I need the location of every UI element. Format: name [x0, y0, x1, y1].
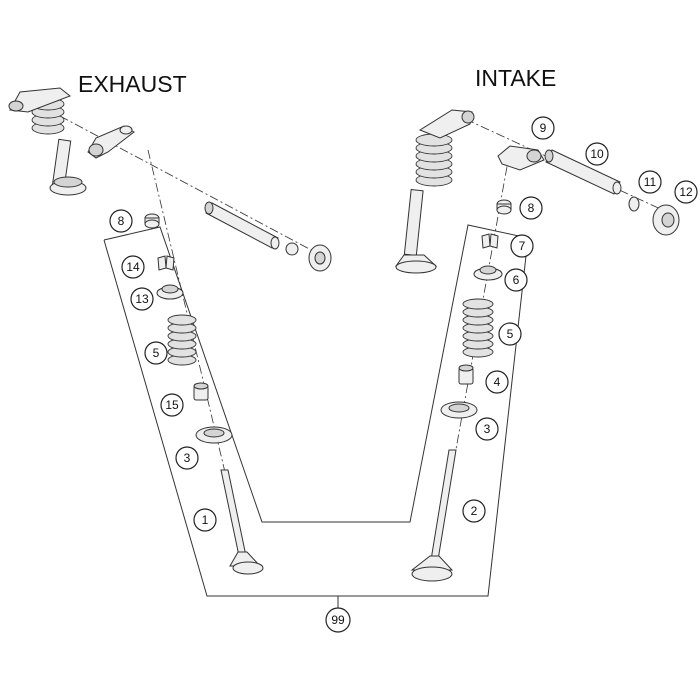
- intake-end-cap: [652, 204, 680, 236]
- callout-label: 9: [540, 121, 547, 135]
- callout-14: 14: [121, 255, 145, 279]
- callout-12: 12: [674, 180, 698, 204]
- callout-7: 7: [510, 234, 534, 258]
- callout-5-exhaust: 5: [144, 341, 168, 365]
- callout-label: 7: [519, 239, 526, 253]
- callout-99: 99: [325, 607, 351, 633]
- exhaust-rocker-arm: [87, 125, 135, 159]
- callout-label: 13: [135, 292, 149, 306]
- exhaust-valve-axis: [147, 149, 247, 561]
- intake-valve-keepers: [481, 233, 499, 249]
- exhaust-spring-retainer: [156, 284, 184, 300]
- callout-label: 8: [118, 214, 125, 228]
- callout-8-intake: 8: [519, 196, 543, 220]
- exhaust-rocker-shaft: [204, 201, 299, 256]
- intake-valve-stem-seal: [458, 364, 474, 385]
- callout-3-exhaust: 3: [175, 446, 199, 470]
- callout-8-exhaust: 8: [109, 209, 133, 233]
- callout-2: 2: [462, 499, 486, 523]
- intake-valve: [410, 449, 457, 582]
- callout-5-intake: 5: [498, 322, 522, 346]
- callout-10: 10: [585, 142, 609, 166]
- exhaust-spring-seat: [195, 426, 233, 444]
- callout-label: 11: [644, 175, 657, 189]
- callout-label: 2: [471, 504, 478, 518]
- callout-1: 1: [193, 508, 217, 532]
- callout-label: 6: [513, 273, 520, 287]
- callout-label: 3: [184, 451, 191, 465]
- exhaust-rocker-axis: [29, 99, 331, 261]
- callout-label: 1: [202, 513, 209, 527]
- callout-13: 13: [130, 287, 154, 311]
- exhaust-assembled-preview: [8, 87, 87, 196]
- callout-11: 11: [638, 170, 662, 194]
- callout-label: 3: [484, 422, 491, 436]
- callout-label: 12: [679, 185, 693, 199]
- callout-4: 4: [485, 370, 509, 394]
- exhaust-valve: [220, 469, 264, 575]
- callout-3-intake: 3: [475, 417, 499, 441]
- intake-assembled-preview: [395, 109, 475, 274]
- intake-title: INTAKE: [475, 65, 556, 91]
- exhaust-valve-keepers: [157, 255, 175, 271]
- callout-6: 6: [504, 268, 528, 292]
- intake-spring-seat: [440, 401, 478, 419]
- callout-label: 4: [494, 375, 501, 389]
- callout-15: 15: [160, 393, 184, 417]
- callout-label: 99: [331, 613, 345, 627]
- callout-label: 5: [153, 346, 160, 360]
- intake-o-ring: [628, 196, 640, 212]
- exhaust-valve-stem-seal: [193, 382, 209, 401]
- callout-label: 5: [507, 327, 514, 341]
- callout-label: 14: [126, 260, 140, 274]
- intake-valve-spring: [462, 298, 494, 358]
- callout-9: 9: [531, 116, 555, 140]
- callout-label: 15: [165, 398, 179, 412]
- exhaust-title: EXHAUST: [78, 71, 187, 97]
- callout-label: 8: [528, 201, 535, 215]
- intake-rocker-arm: [497, 145, 545, 171]
- intake-rocker-shaft: [544, 149, 622, 195]
- exhaust-end-cap: [308, 244, 332, 272]
- intake-shim: [496, 199, 512, 215]
- intake-spring-retainer: [473, 265, 503, 281]
- exhaust-valve-spring: [167, 314, 197, 366]
- callout-label: 10: [590, 147, 604, 161]
- exhaust-shim: [144, 213, 160, 229]
